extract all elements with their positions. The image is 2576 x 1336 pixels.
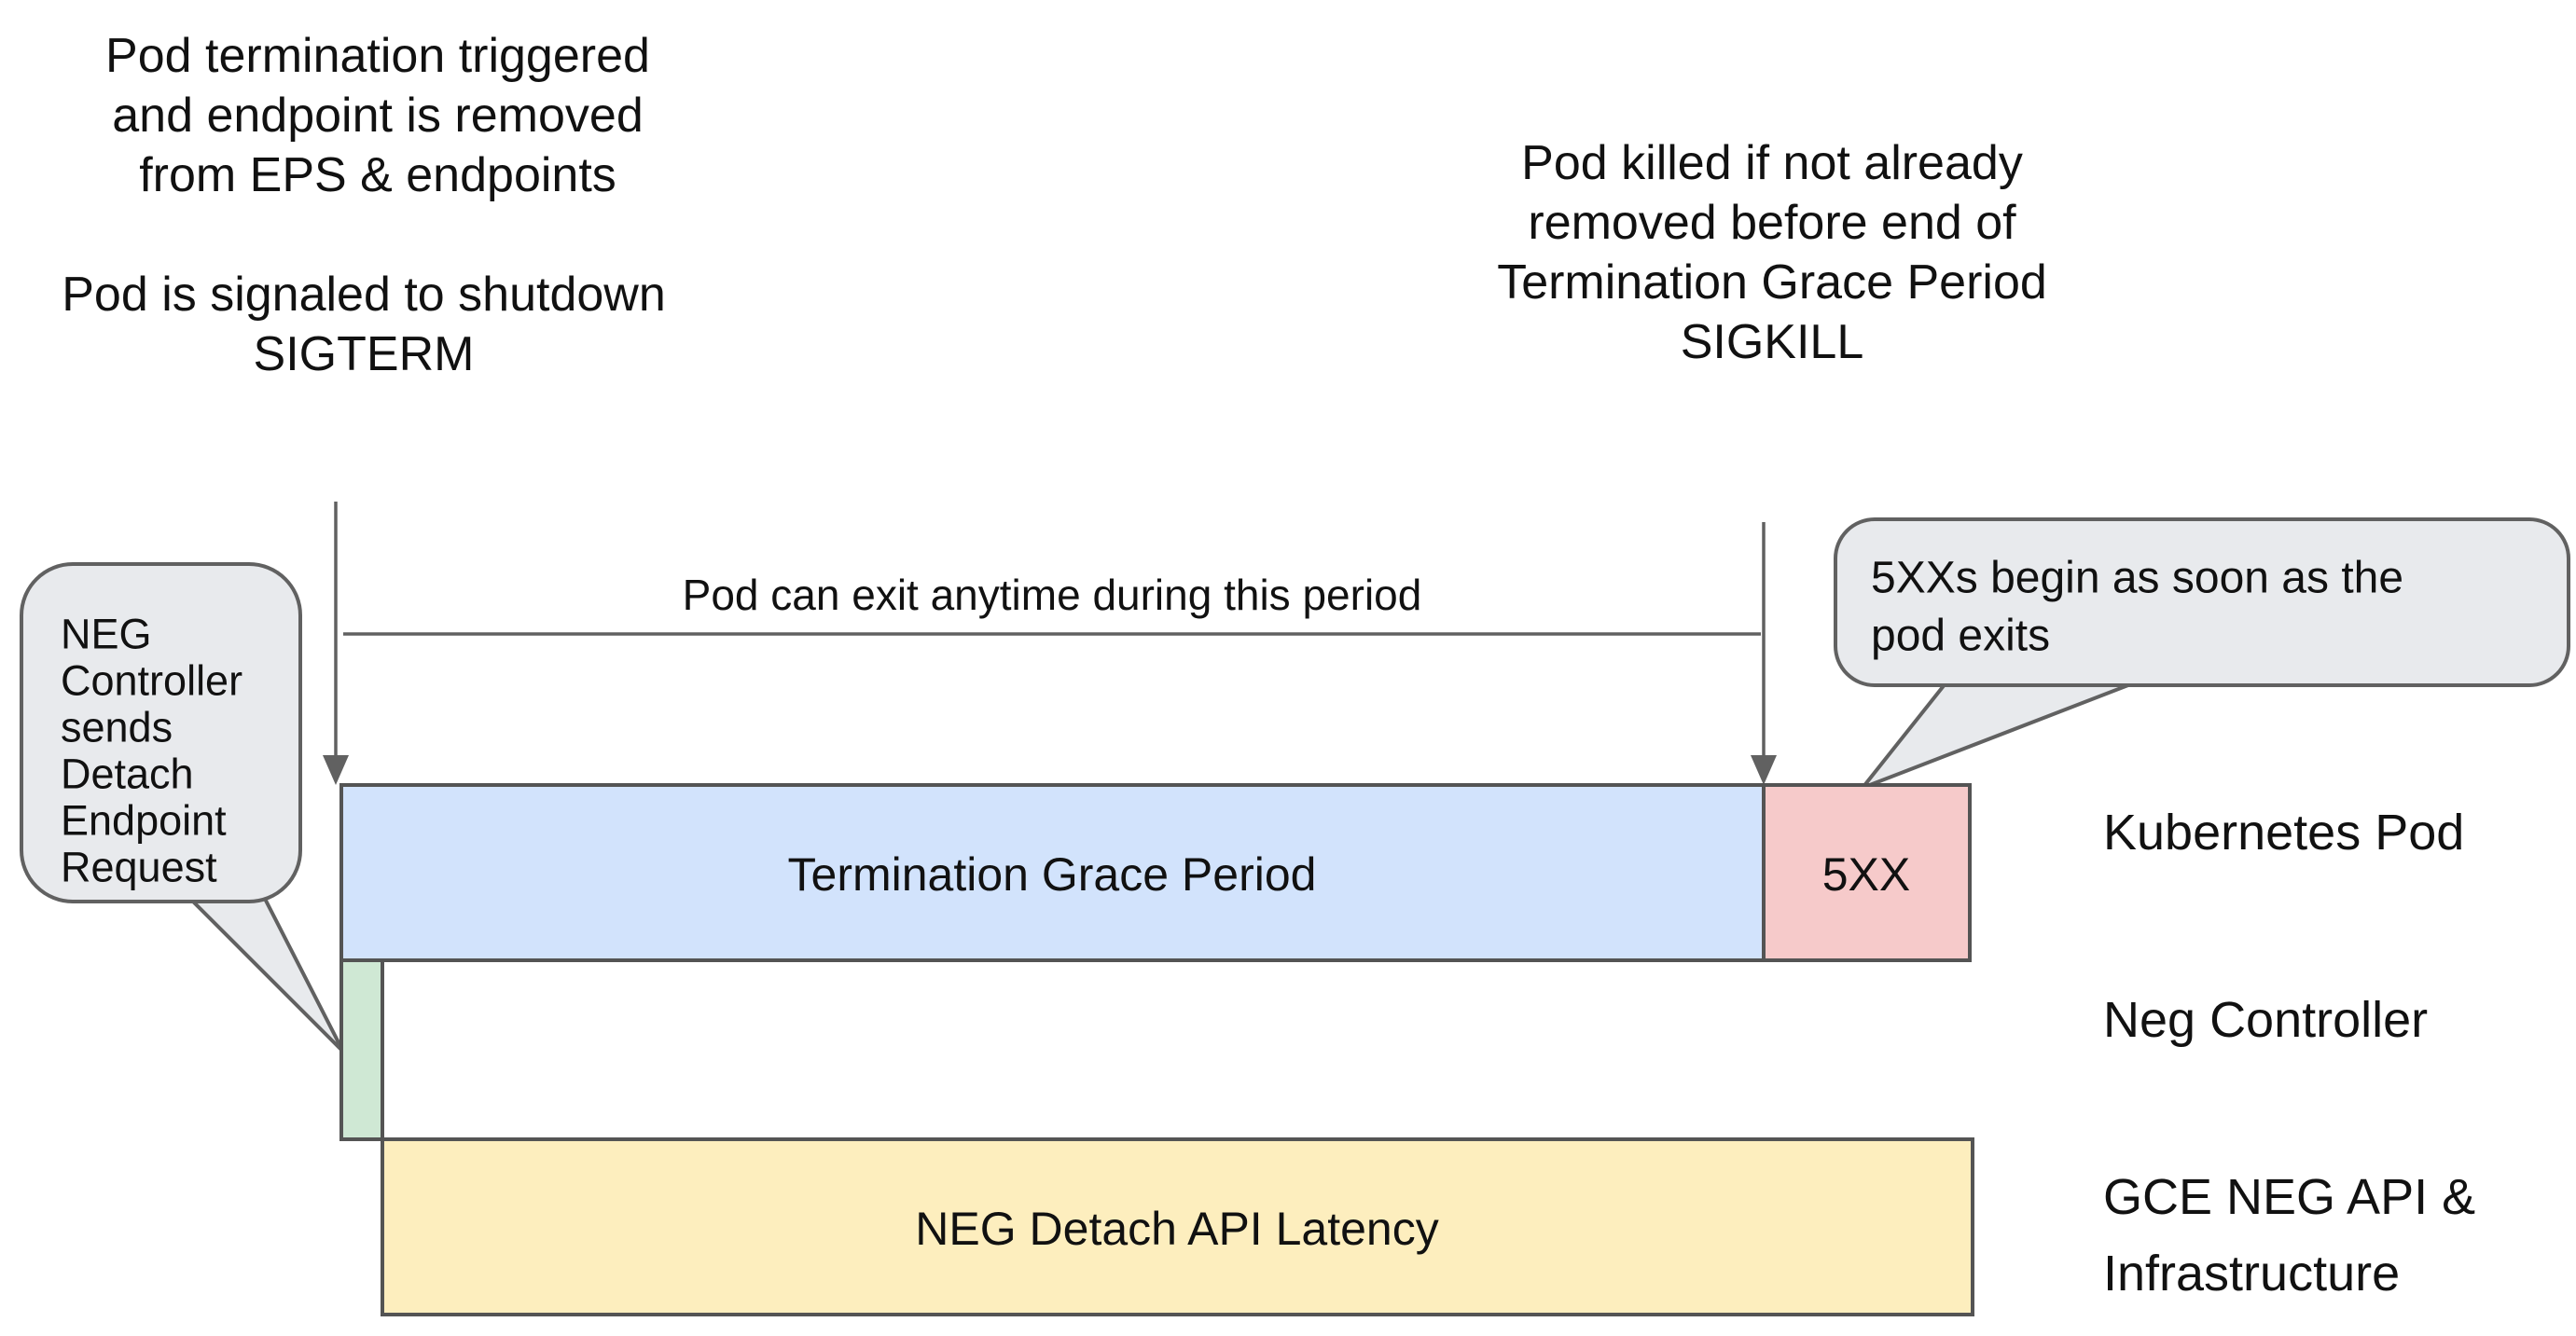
annotation-line: Termination Grace Period [1497, 255, 2047, 310]
right-callout-bubble [1834, 517, 2570, 687]
five-xx-label: 5XX [1822, 848, 1911, 901]
left-callout-text: NEG Controller sends Detach Endpoint Req… [61, 611, 242, 891]
annotation-line: Pod termination triggered [105, 29, 650, 83]
exit-period-note: Pod can exit anytime during this period [683, 571, 1422, 619]
callout-line: pod exits [1871, 612, 2050, 661]
neg-detach-api-latency-label: NEG Detach API Latency [915, 1203, 1438, 1255]
annotation-line: from EPS & endpoints [139, 148, 616, 202]
annotation-line: and endpoint is removed [112, 89, 644, 143]
row-labels: Kubernetes Pod Neg Controller GCE NEG AP… [2103, 805, 2475, 1302]
callout-line: 5XXs begin as soon as the [1871, 554, 2403, 603]
annotation-line: SIGTERM [254, 327, 475, 381]
callout-line: Endpoint [61, 797, 227, 845]
callout-line: NEG [61, 611, 152, 658]
annotation-line: Pod killed if not already [1521, 136, 2023, 190]
row-label-gce-infrastructure: Infrastructure [2103, 1246, 2400, 1302]
five-xx-bar [1762, 783, 1972, 962]
callout-line: Request [61, 844, 217, 891]
annotation-line: removed before end of [1528, 196, 2016, 250]
neg-detach-request-bar [339, 958, 384, 1141]
right-callout-tail [1856, 677, 2146, 792]
row-label-neg-controller: Neg Controller [2103, 992, 2428, 1048]
left-callout-tail [185, 893, 345, 1054]
callout-line: Controller [61, 657, 242, 705]
annotation-top-left: Pod termination triggered and endpoint i… [62, 29, 666, 381]
sigterm-arrowhead-icon [323, 755, 349, 785]
callout-line: sends [61, 704, 173, 751]
callout-line: Detach [61, 751, 194, 798]
annotation-line: SIGKILL [1681, 315, 1864, 369]
left-callout-bubble [20, 562, 302, 903]
row-label-gce-neg-api: GCE NEG API & [2103, 1169, 2475, 1225]
sigkill-arrowhead-icon [1751, 755, 1777, 785]
annotation-top-right: Pod killed if not already removed before… [1497, 136, 2047, 369]
termination-grace-period-label: Termination Grace Period [788, 848, 1317, 901]
neg-detach-api-latency-bar [381, 1137, 1974, 1316]
row-label-kubernetes-pod: Kubernetes Pod [2103, 805, 2464, 861]
annotation-line: Pod is signaled to shutdown [62, 268, 666, 322]
right-callout-text: 5XXs begin as soon as the pod exits [1871, 554, 2403, 661]
